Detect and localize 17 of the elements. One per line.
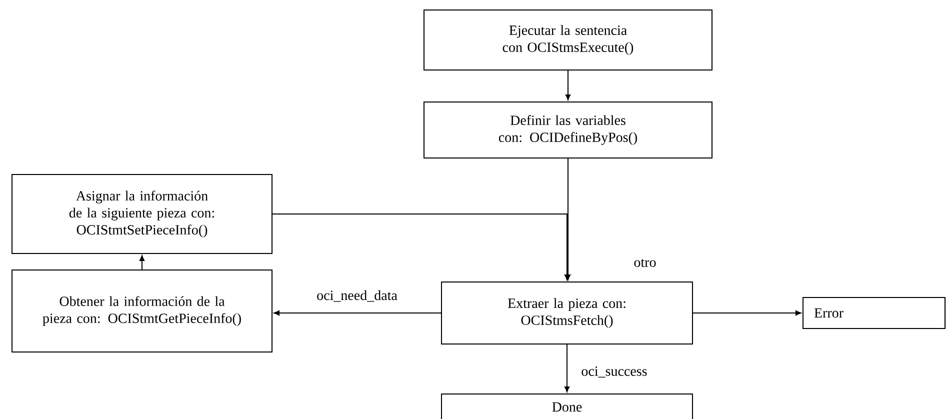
edge-label: oci_success — [582, 366, 647, 378]
arrow — [564, 344, 570, 392]
process-box: Done — [441, 394, 693, 419]
process-box: Definir las variables con: OCIDefineByPos() — [424, 102, 712, 158]
process-box: Extraer la pieza con: OCIStmsFetch() — [441, 282, 693, 344]
edge-label: otro — [634, 258, 656, 267]
process-box: Ejecutar la sentencia con OCIStmsExecute() — [424, 10, 712, 70]
edge-label: oci_need_data — [317, 290, 398, 302]
arrow — [565, 70, 571, 100]
arrow — [274, 310, 442, 316]
arrow — [565, 158, 571, 280]
arrow — [272, 214, 570, 280]
process-box: Error — [802, 297, 946, 329]
process-box: Obtener la información de la pieza con: OCIStmtGetPieceInfo() — [12, 270, 272, 352]
arrow — [692, 310, 802, 316]
process-box: Asignar la información de la siguiente pieza con: OCIStmtSetPieceInfo() — [12, 174, 272, 254]
arrow — [139, 255, 145, 270]
